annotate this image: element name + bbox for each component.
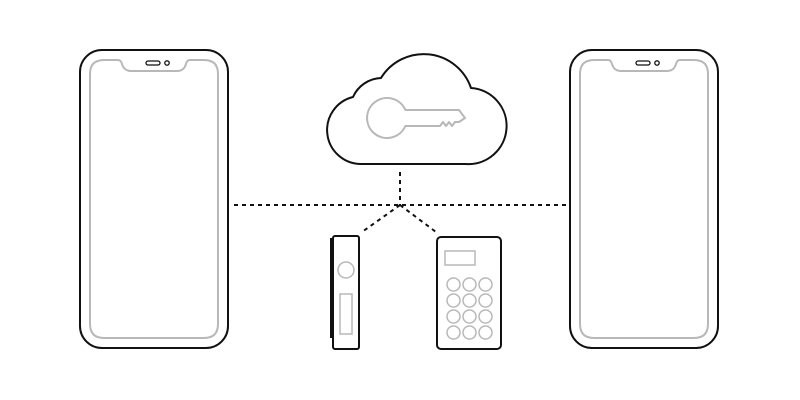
right-phone [569, 49, 719, 349]
keypad-device-icon [436, 236, 502, 350]
connectors [234, 172, 566, 233]
connector-junction-to-keypad-device [399, 204, 437, 233]
left-phone [79, 49, 229, 349]
keypad-hardware-wallet [436, 236, 502, 350]
connector-junction-to-usb-key [361, 204, 401, 233]
usb-key-device-icon [330, 235, 360, 350]
cloud-backup [326, 53, 508, 166]
key-icon [366, 97, 466, 139]
usb-hardware-key [330, 235, 360, 350]
smartphone-icon [569, 49, 719, 349]
keypad-buttons [446, 277, 493, 340]
smartphone-icon [79, 49, 229, 349]
